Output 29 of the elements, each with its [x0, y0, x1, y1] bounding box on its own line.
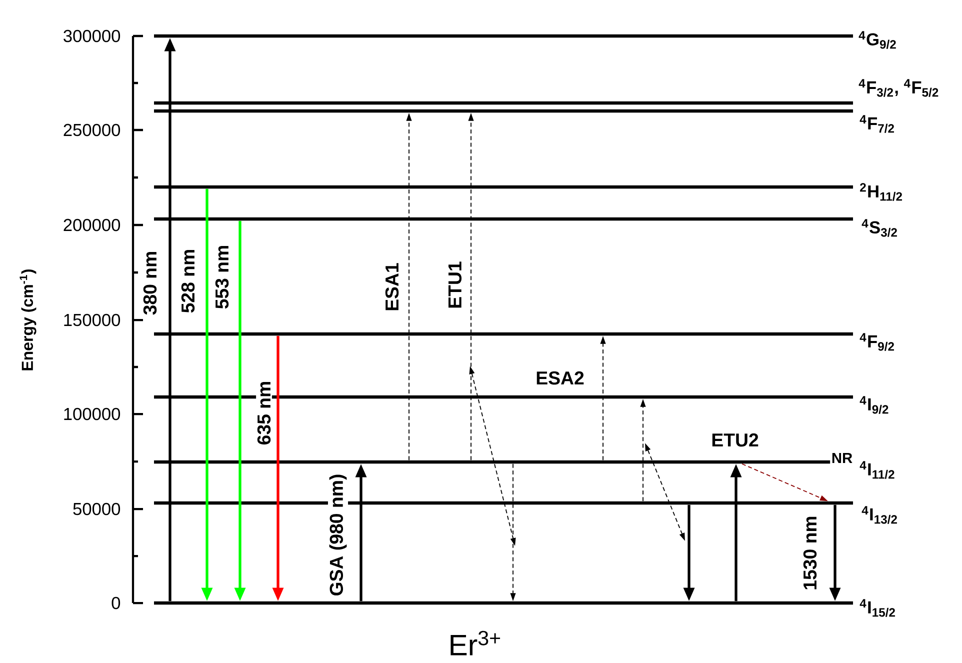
edge-label: 635 nm — [256, 380, 272, 446]
edge-label: ETU2 — [710, 432, 760, 448]
term-symbol: $^{4}$F$_{9/2}$ — [860, 333, 894, 351]
tick-label: 100000 — [64, 408, 120, 420]
edge-label: 1530 nm — [802, 514, 818, 592]
term-symbol: $^{4}$I$_{9/2}$ — [860, 396, 888, 414]
term-symbol: $^{4}$F$_{7/2}$ — [860, 115, 894, 133]
tick-label: 250000 — [64, 124, 120, 136]
term-symbol: $^{4}$I$_{15/2}$ — [860, 599, 895, 617]
edge-label: 528 nm — [180, 248, 196, 314]
tick-label: 50000 — [73, 502, 120, 516]
tick-label: 0 — [112, 596, 120, 610]
axis-title: Energy (cm$^{-1}$) — [20, 269, 36, 370]
term-symbol: $^{4}$I$_{11/2}$ — [860, 461, 894, 479]
term-symbol: $^{2}$H$_{11/2}$ — [860, 183, 902, 201]
term-symbol: $^{4}$G$_{9/2}$ — [858, 31, 896, 49]
edge-label: NR — [830, 452, 854, 464]
tick-label: 300000 — [64, 30, 120, 42]
tick-label: 150000 — [64, 314, 120, 326]
edge-label: 380 nm — [142, 250, 158, 316]
edge-label: 553 nm — [214, 244, 230, 310]
edge-label: ESA2 — [534, 370, 586, 386]
tick-label: 200000 — [64, 218, 120, 232]
edge-label: ETU1 — [447, 260, 463, 310]
edge-label: ESA1 — [384, 261, 400, 313]
term-symbol: $^{4}$S$_{3/2}$ — [862, 219, 897, 237]
term-symbol: $^{4}$I$_{13/2}$ — [862, 506, 897, 524]
edge-label: GSA (980 nm) — [328, 472, 348, 598]
term-symbol: $^{4}$F$_{3/2}$, $^{4}$F$_{5/2}$ — [858, 79, 938, 97]
